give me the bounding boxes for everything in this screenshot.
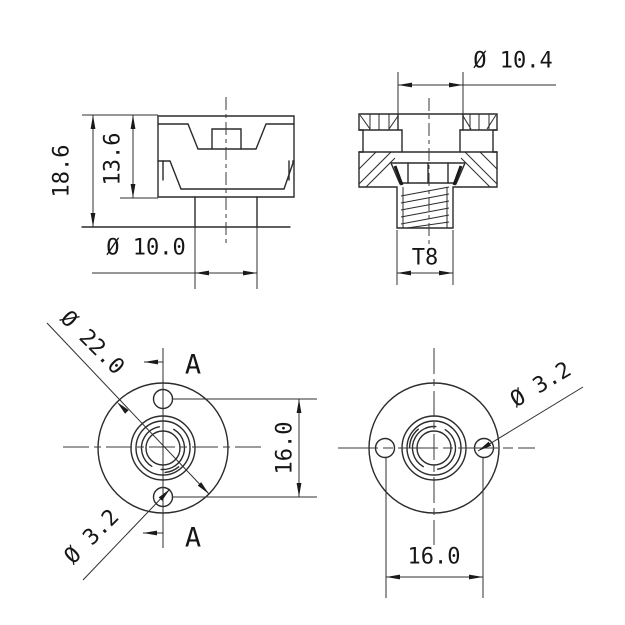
dim-3-2-label-top-view: Ø 3.2 (60, 505, 125, 570)
dim-16-0-label-top-view: 16.0 (273, 422, 298, 475)
bottom-thread-arc-inner (408, 428, 419, 448)
top-thread-arc (140, 425, 186, 471)
dim-10-4-label: Ø 10.4 (473, 49, 552, 74)
section-thread-start-right (452, 165, 463, 186)
dim-3-2-label-bottom-view: Ø 3.2 (506, 357, 576, 413)
section-insert-slant-left (390, 162, 401, 185)
section-view: Ø 10.4 T8 (358, 49, 556, 285)
dim-t8-label: T8 (412, 246, 439, 271)
section-thread-start-left (393, 165, 404, 186)
dim-13-6-label: 13.6 (101, 133, 126, 186)
bottom-view: Ø 3.2 16.0 (338, 348, 584, 598)
dim-3-2-leader-top-view (82, 488, 171, 581)
front-top-groove (157, 123, 295, 150)
top-thread-arc-inner (164, 466, 180, 474)
section-thread-helix (400, 186, 450, 229)
dim-10-0-label: Ø 10.0 (106, 236, 185, 261)
section-label-a-top: A (185, 350, 201, 381)
bottom-thread-arc (411, 425, 457, 471)
section-knurl-lines (359, 114, 497, 130)
section-hatch (358, 151, 498, 188)
front-view: 18.6 13.6 Ø 10.0 (50, 97, 295, 289)
front-body-outline (157, 115, 295, 198)
dim-18-6-label: 18.6 (50, 145, 75, 198)
front-lower-groove (157, 160, 295, 190)
dim-3-2-leader-bottom-view (477, 386, 584, 452)
section-insert-slant-right (455, 162, 466, 185)
dim-16-0-label-bottom-view: 16.0 (408, 545, 461, 570)
dim-22-0-leader (46, 322, 210, 495)
section-label-a-bottom: A (185, 523, 201, 554)
top-view: A A Ø 22.0 Ø 3.2 16.0 (46, 306, 317, 581)
dim-22-0-inner-arrow (117, 402, 129, 414)
